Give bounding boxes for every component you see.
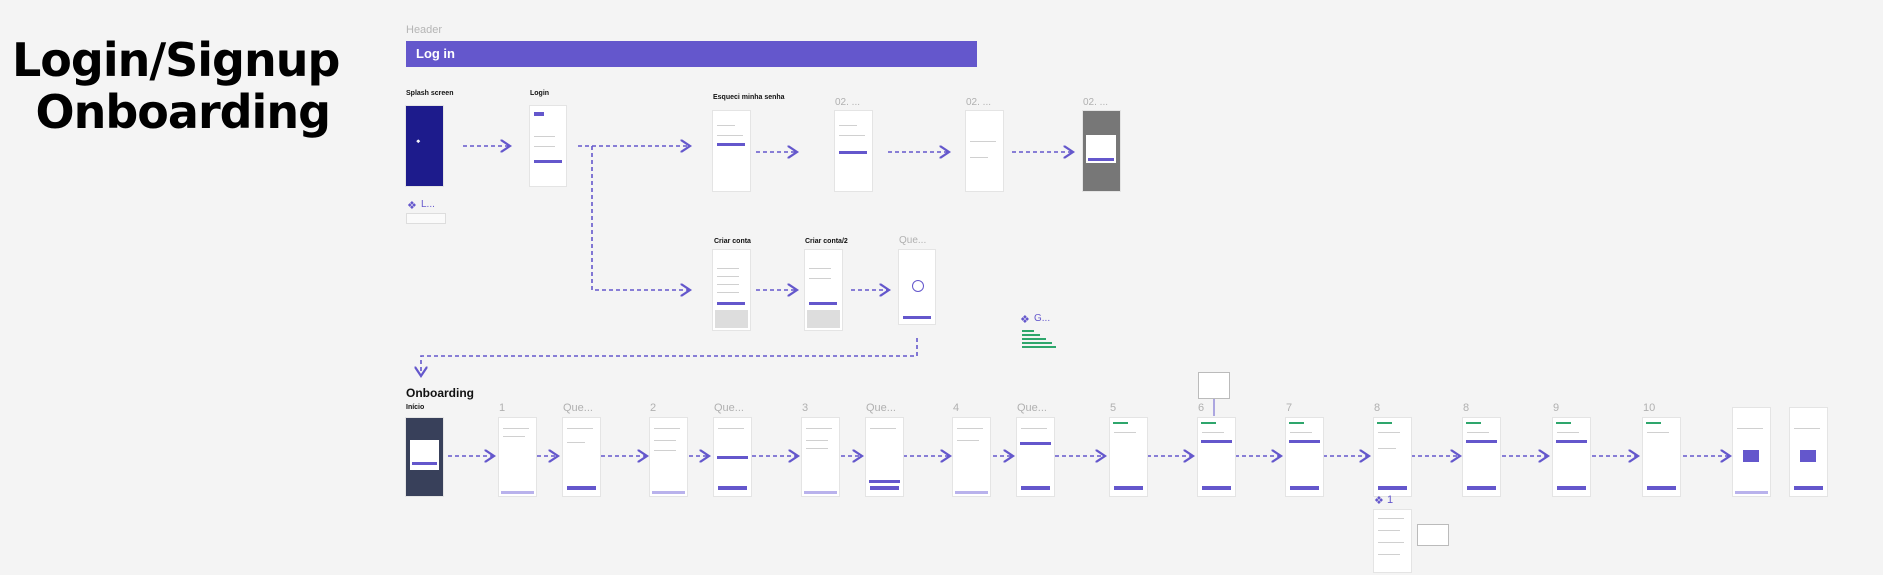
onboarding-frame-9[interactable]: [1553, 418, 1590, 496]
step-label: Que...: [563, 402, 593, 414]
onboarding-frame-6[interactable]: [1198, 418, 1235, 496]
onboarding-frame-que-2[interactable]: [714, 418, 751, 496]
forgot-password-frame-3[interactable]: [966, 111, 1003, 191]
step-label: 8: [1463, 402, 1470, 414]
component-l-preview[interactable]: [406, 213, 446, 224]
step-label: Que...: [866, 402, 896, 414]
onboarding-start-frame[interactable]: [406, 418, 443, 496]
step-label: 8: [1374, 402, 1381, 414]
step-label: 6: [1198, 402, 1205, 414]
step-label: Que...: [1017, 402, 1047, 414]
onboarding-frame-que-1[interactable]: [563, 418, 600, 496]
splash-screen-frame[interactable]: ❖: [406, 106, 443, 186]
step-label: 2: [650, 402, 657, 414]
frame-label-forgot: Esqueci minha senha: [713, 94, 785, 101]
page-title-line2: Onboarding: [35, 85, 331, 139]
header-label: Header: [406, 24, 443, 36]
component-1-preview[interactable]: [1374, 510, 1411, 572]
component-g-preview[interactable]: [1022, 330, 1056, 348]
login-frame[interactable]: [530, 106, 566, 186]
onboarding-frame-que-3[interactable]: [866, 418, 903, 496]
step-label: 1: [499, 402, 506, 414]
forgot-password-frame-2[interactable]: [835, 111, 872, 191]
onboarding-frame-8[interactable]: [1374, 418, 1411, 496]
component-icon: ❖: [1020, 314, 1030, 326]
frame-label-create-2: Criar conta/2: [805, 238, 848, 245]
arrow-right-icon: [591, 146, 690, 290]
page-title-line1: Login/Signup: [12, 33, 340, 87]
onboarding-frame-end-2[interactable]: [1790, 408, 1827, 496]
onboarding-frame-1[interactable]: [499, 418, 536, 496]
component-icon: ❖: [1374, 495, 1384, 507]
onboarding-section-title: Onboarding: [406, 386, 474, 400]
frame-label-start: Início: [406, 404, 425, 411]
component-label-g: G...: [1034, 313, 1051, 324]
step-label: 4: [953, 402, 960, 414]
annotation-note: [1198, 372, 1230, 399]
component-label-1: 1: [1387, 494, 1394, 506]
step-label: 9: [1553, 402, 1560, 414]
login-header-bar[interactable]: Log in: [406, 41, 977, 67]
create-account-frame-2[interactable]: [805, 250, 842, 330]
frame-label-forgot-3: 02. ...: [966, 97, 992, 108]
onboarding-frame-7[interactable]: [1286, 418, 1323, 496]
onboarding-frame-que-4[interactable]: [1017, 418, 1054, 496]
onboarding-frame-3[interactable]: [802, 418, 839, 496]
frame-label-forgot-2: 02. ...: [835, 97, 861, 108]
frame-label-create: Criar conta: [714, 238, 751, 245]
frame-label-que: Que...: [899, 235, 927, 246]
que-frame[interactable]: [899, 250, 935, 324]
create-account-frame[interactable]: [713, 250, 750, 330]
annotation-note: [1417, 524, 1449, 546]
forgot-password-frame-4[interactable]: [1083, 111, 1120, 191]
arrow-down-icon: [421, 338, 918, 376]
onboarding-frame-end-1[interactable]: [1733, 408, 1770, 496]
onboarding-frame-10[interactable]: [1643, 418, 1680, 496]
step-label: 10: [1643, 402, 1656, 414]
frame-label-splash: Splash screen: [406, 90, 454, 97]
frame-label-forgot-4: 02. ...: [1083, 97, 1109, 108]
component-label-l: L...: [421, 199, 435, 210]
frame-label-login: Login: [530, 90, 550, 97]
forgot-password-frame[interactable]: [713, 111, 750, 191]
onboarding-frame-8b[interactable]: [1463, 418, 1500, 496]
onboarding-frame-5[interactable]: [1110, 418, 1147, 496]
component-icon: ❖: [407, 200, 417, 212]
step-label: Que...: [714, 402, 744, 414]
step-label: 3: [802, 402, 809, 414]
step-label: 5: [1110, 402, 1117, 414]
onboarding-frame-4[interactable]: [953, 418, 990, 496]
step-label: 7: [1286, 402, 1293, 414]
onboarding-frame-2[interactable]: [650, 418, 687, 496]
